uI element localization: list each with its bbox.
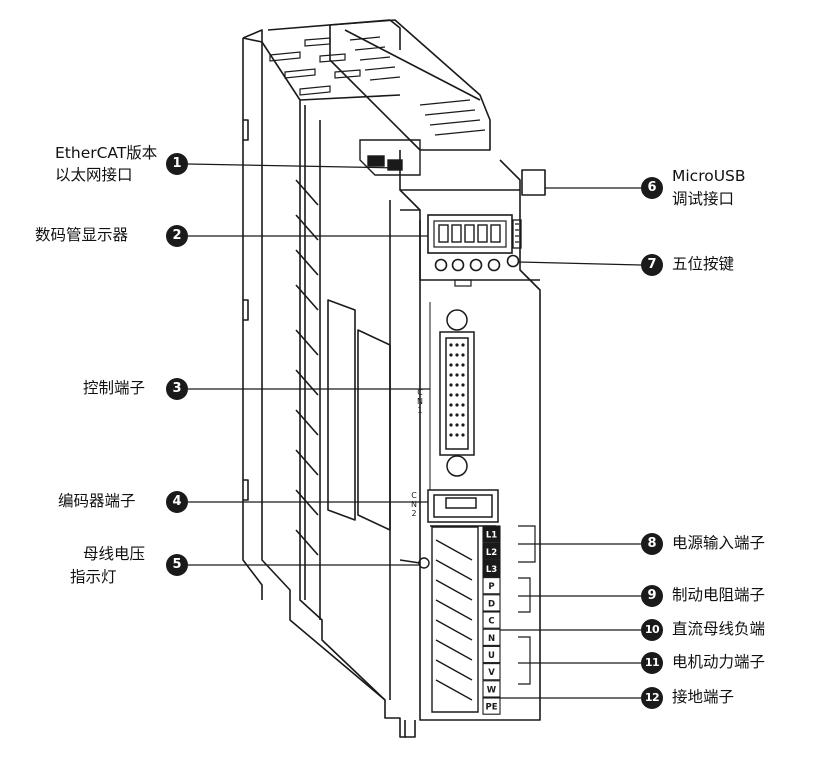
five-buttons — [434, 254, 520, 272]
callout-2-label: 数码管显示器 — [35, 226, 129, 244]
callout-11-badge: 11 — [641, 652, 663, 674]
terminal-cell — [482, 628, 501, 646]
terminal-cell — [482, 525, 501, 543]
callout-5-badge: 5 — [166, 554, 188, 576]
callout-3-label: 控制端子 — [83, 379, 146, 397]
cn2-text-char: 2 — [411, 509, 416, 518]
callout-12-badge: 12 — [641, 687, 663, 709]
terminal-label: PE — [485, 703, 497, 713]
cn2-text-char: C — [411, 491, 417, 500]
terminal-cell — [482, 542, 501, 560]
callout-4-label: 编码器端子 — [58, 492, 136, 510]
callout-8-badge: 8 — [641, 533, 663, 555]
callout-9-badge: 9 — [641, 585, 663, 607]
terminal-label: C — [488, 617, 494, 627]
callout-1-badge: 1 — [166, 153, 188, 175]
terminal-cell — [482, 697, 501, 715]
terminal-label: L3 — [486, 565, 497, 575]
callout-8-label: 电源输入端子 — [672, 534, 766, 552]
cn1-text-char: N — [417, 397, 423, 406]
terminal-label: L2 — [486, 548, 497, 558]
terminal-cell — [482, 645, 501, 664]
leader-11 — [518, 636, 641, 685]
callout-4-badge: 4 — [166, 491, 188, 513]
leader-7 — [518, 261, 642, 266]
callout-1-label-line2: 以太网接口 — [55, 166, 133, 184]
callout-7-label: 五位按键 — [672, 255, 735, 273]
terminal-cell — [482, 577, 501, 595]
callout-6-badge: 6 — [641, 177, 663, 199]
terminal-label: U — [488, 651, 495, 661]
cn1-text-char: C — [417, 388, 423, 397]
terminal-cell — [482, 680, 501, 698]
terminal-label: N — [488, 634, 495, 644]
leader-9 — [518, 577, 641, 613]
callout-7-badge: 7 — [641, 254, 663, 276]
callout-3-badge: 3 — [166, 378, 188, 400]
terminal-label: D — [488, 599, 495, 609]
cn2-connector — [427, 489, 499, 527]
terminal-cell — [482, 559, 501, 578]
callout-1-label-line1: EtherCAT版本 — [55, 144, 158, 162]
callout-6-label-line2: 调试接口 — [672, 190, 735, 208]
callout-6-label-line1: MicroUSB — [672, 167, 746, 185]
leader-lines — [187, 163, 642, 699]
ethercat-port — [359, 139, 421, 176]
callout-2-badge: 2 — [166, 225, 188, 247]
cn1-label: CN1 — [417, 388, 423, 415]
leader-8 — [518, 525, 641, 563]
callout-5-label-line2: 指示灯 — [70, 568, 117, 586]
terminal-label: W — [487, 685, 497, 695]
terminal-label: P — [488, 582, 494, 592]
cn2-text-char: N — [411, 500, 417, 509]
digital-display — [427, 214, 513, 254]
terminal-block — [399, 526, 479, 713]
cn1-connector — [429, 302, 475, 490]
heatsink-vents — [269, 36, 486, 136]
callout-9-label: 制动电阻端子 — [672, 586, 766, 604]
callout-10-label: 直流母线负端 — [672, 620, 766, 638]
callout-5-label-line1: 母线电压 — [83, 545, 146, 563]
callout-11-label: 电机动力端子 — [672, 653, 766, 671]
terminal-label: L1 — [486, 531, 497, 541]
cn2-label: CN2 — [411, 491, 417, 518]
terminal-label: V — [488, 668, 495, 678]
terminal-cell — [482, 611, 501, 629]
callout-10-badge: 10 — [641, 619, 663, 641]
terminal-cell — [482, 594, 501, 612]
terminal-cell — [482, 663, 501, 681]
leader-1 — [187, 163, 401, 169]
callout-12-label: 接地端子 — [672, 688, 735, 706]
microusb-port — [512, 219, 522, 249]
cn1-text-char: 1 — [417, 406, 422, 415]
